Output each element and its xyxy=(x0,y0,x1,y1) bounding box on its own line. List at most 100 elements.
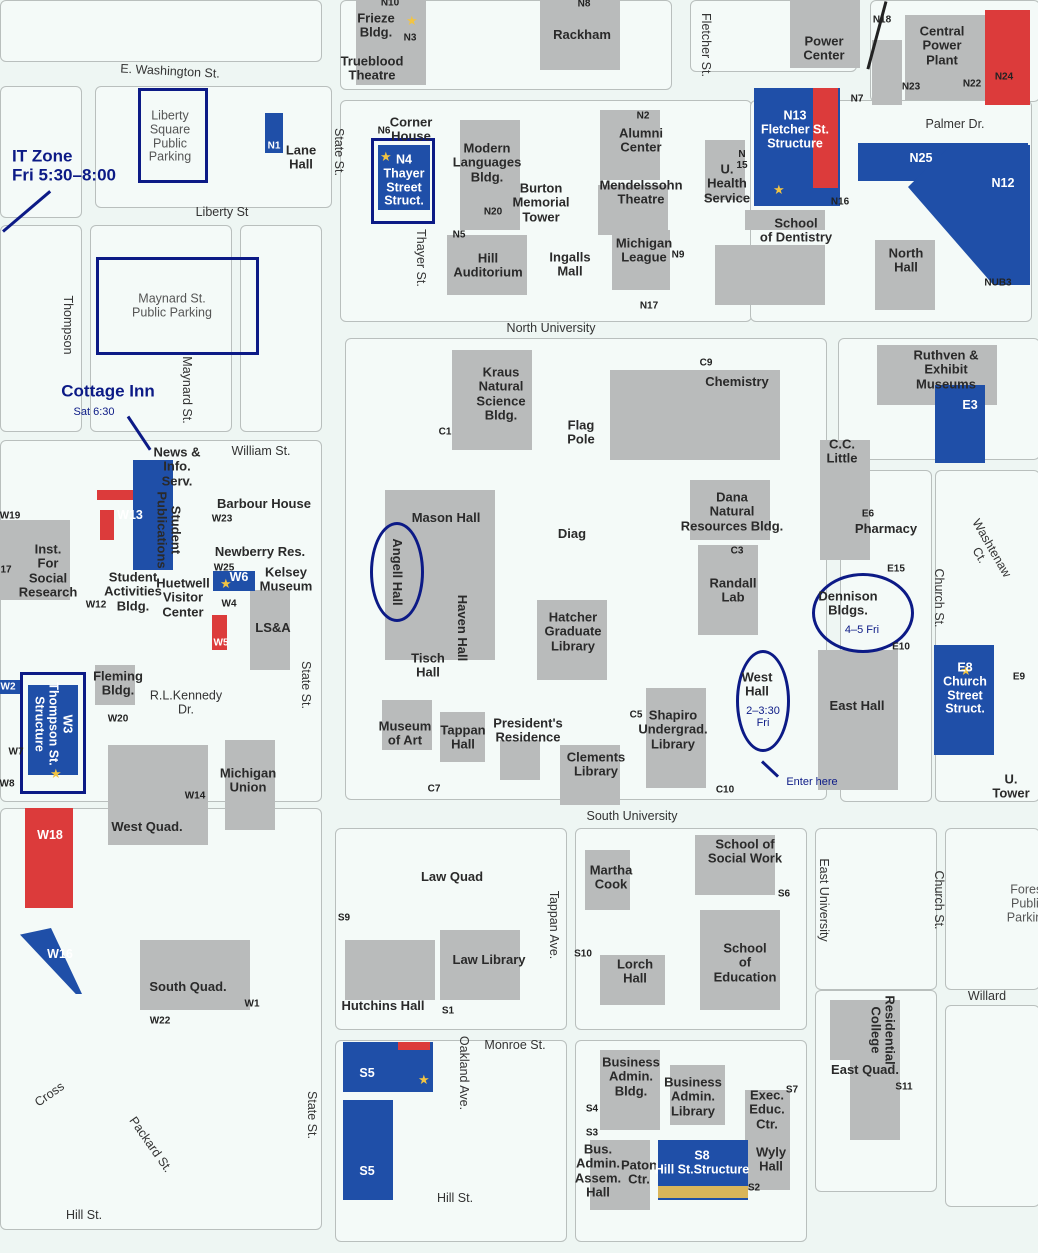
label-e3[interactable]: E3 xyxy=(962,398,978,413)
building xyxy=(700,910,780,1010)
parking-w13[interactable] xyxy=(133,460,173,570)
label-res-college: Residential College xyxy=(868,995,898,1065)
parking-s8-lot[interactable] xyxy=(658,1186,748,1198)
label-n13[interactable]: N13 Fletcher St. Structure xyxy=(760,108,830,150)
west-hall-circle xyxy=(736,650,790,752)
label-wyly: Wyly Hall xyxy=(755,1144,787,1174)
parking-n24[interactable] xyxy=(985,10,1030,105)
label-hill-aud: Hill Auditorium xyxy=(453,250,523,280)
lot-code-nub3: NUB3 xyxy=(984,277,1012,289)
annotation-west-hall-time: 2–3:30 Fri xyxy=(746,704,780,729)
lot-code-c9: C9 xyxy=(699,357,713,369)
maynard-parking-outline xyxy=(96,257,259,355)
label-n1[interactable]: N1 xyxy=(267,140,281,152)
parking-n1[interactable] xyxy=(265,113,283,153)
lot-code-n3: N3 xyxy=(403,32,417,44)
label-n12[interactable]: N12 xyxy=(991,176,1015,191)
lot-code-e10: E10 xyxy=(892,641,910,653)
lot-code-w22: W22 xyxy=(149,1015,171,1027)
label-corner-house: Corner House xyxy=(389,114,433,144)
street-label-willard: Willard xyxy=(967,989,1007,1004)
label-law-library: Law Library xyxy=(452,951,526,967)
label-kraus: Kraus Natural Science Bldg. xyxy=(476,364,526,423)
dennison-circle xyxy=(812,573,914,653)
building xyxy=(600,955,665,1005)
annotation-cottage-time: Sat 6:30 xyxy=(73,405,115,418)
label-w16[interactable]: W16 xyxy=(47,947,73,962)
lot-code-c5: C5 xyxy=(629,709,643,721)
parking-w18[interactable] xyxy=(25,808,73,908)
star-icon: ★ xyxy=(220,576,232,591)
label-u-tower: U. Tower xyxy=(992,771,1030,801)
label-social-work: School of Social Work xyxy=(707,836,783,866)
annotation-it-zone: IT Zone Fri 5:30–8:00 xyxy=(12,146,116,184)
label-n24[interactable]: N24 xyxy=(994,71,1014,83)
building xyxy=(345,940,435,1000)
label-liberty-parking: Liberty Square Public Parking xyxy=(148,108,192,164)
parking-n4[interactable] xyxy=(378,145,430,210)
annotation-enter-here: Enter here xyxy=(786,775,838,788)
label-e8[interactable]: E8 Church Street Struct. xyxy=(943,660,987,716)
lot-code-w8: W8 xyxy=(0,778,15,790)
city-block xyxy=(95,86,332,208)
lot-code-n15: N 15 xyxy=(736,149,748,171)
annotation-dennison-time: 4–5 Fri xyxy=(844,623,880,636)
building xyxy=(140,940,250,1010)
label-w6[interactable]: W6 xyxy=(229,570,249,585)
label-mason: Mason Hall xyxy=(411,509,481,525)
lot-code-n6: N6 xyxy=(377,125,391,137)
street-label-fletcher: Fletcher St. xyxy=(698,13,713,77)
label-s8[interactable]: S8 Hill St.Structure xyxy=(654,1148,750,1176)
parking-w2[interactable] xyxy=(0,680,20,694)
label-lorch: Lorch Hall xyxy=(616,956,654,986)
label-alumni: Alumni Center xyxy=(618,125,664,155)
parking-s5-lot[interactable] xyxy=(398,1042,430,1050)
parking-e8[interactable] xyxy=(934,645,994,755)
building xyxy=(452,350,532,450)
label-dana: Dana Natural Resources Bldg. xyxy=(680,489,784,534)
label-s5b[interactable]: S5 xyxy=(359,1164,375,1179)
label-w5[interactable]: W5 xyxy=(213,637,229,649)
lot-code-s9: S9 xyxy=(337,912,351,924)
city-block xyxy=(0,0,322,62)
parking-w13-lot[interactable] xyxy=(100,510,114,540)
street-label-hill2: Hill St. xyxy=(65,1208,103,1223)
label-w18[interactable]: W18 xyxy=(37,828,63,843)
label-north-hall: North Hall xyxy=(888,245,924,275)
lot-code-n16: N16 xyxy=(830,196,850,208)
street-label-maynard: Maynard St. xyxy=(179,356,194,424)
label-w3[interactable]: W3 Thompson St. Structure xyxy=(33,682,75,766)
lot-code-w14: W14 xyxy=(184,790,206,802)
lot-code-n17: N17 xyxy=(639,300,659,312)
parking-w6[interactable] xyxy=(213,571,255,591)
street-label-church1: Church St. xyxy=(931,568,946,628)
building xyxy=(818,650,898,790)
label-tisch: Tisch Hall xyxy=(411,650,445,680)
parking-w13-lot[interactable] xyxy=(97,490,133,500)
parking-s5a[interactable] xyxy=(343,1042,433,1092)
building xyxy=(598,185,668,235)
building xyxy=(600,110,660,180)
building xyxy=(537,600,607,680)
building xyxy=(108,745,208,845)
label-w13[interactable]: W13 xyxy=(117,508,143,523)
label-s5a[interactable]: S5 xyxy=(359,1066,375,1081)
lot-code-n7: N7 xyxy=(850,93,864,105)
label-lane-hall: Lane Hall xyxy=(285,142,317,172)
parking-n13-lot[interactable] xyxy=(813,88,838,188)
street-label-kennedy: R.L.Kennedy Dr. xyxy=(149,688,223,716)
label-central-power: Central Power Plant xyxy=(919,23,965,68)
parking-w3[interactable] xyxy=(28,685,78,775)
label-w2[interactable]: W2 xyxy=(0,681,16,693)
label-randall: Randall Lab xyxy=(709,575,757,605)
label-maynard-parking: Maynard St. Public Parking xyxy=(132,291,212,319)
label-n25[interactable]: N25 xyxy=(909,151,933,166)
building xyxy=(440,930,520,1000)
label-kelsey: Kelsey Museum xyxy=(259,564,313,594)
lot-code-s3: S3 xyxy=(585,1127,599,1139)
label-n4[interactable]: N4 Thayer Street Struct. xyxy=(383,152,425,208)
parking-e3[interactable] xyxy=(935,385,985,463)
parking-w5[interactable] xyxy=(212,615,227,650)
lot-code-n5: N5 xyxy=(452,229,466,241)
parking-s5b[interactable] xyxy=(343,1100,393,1200)
